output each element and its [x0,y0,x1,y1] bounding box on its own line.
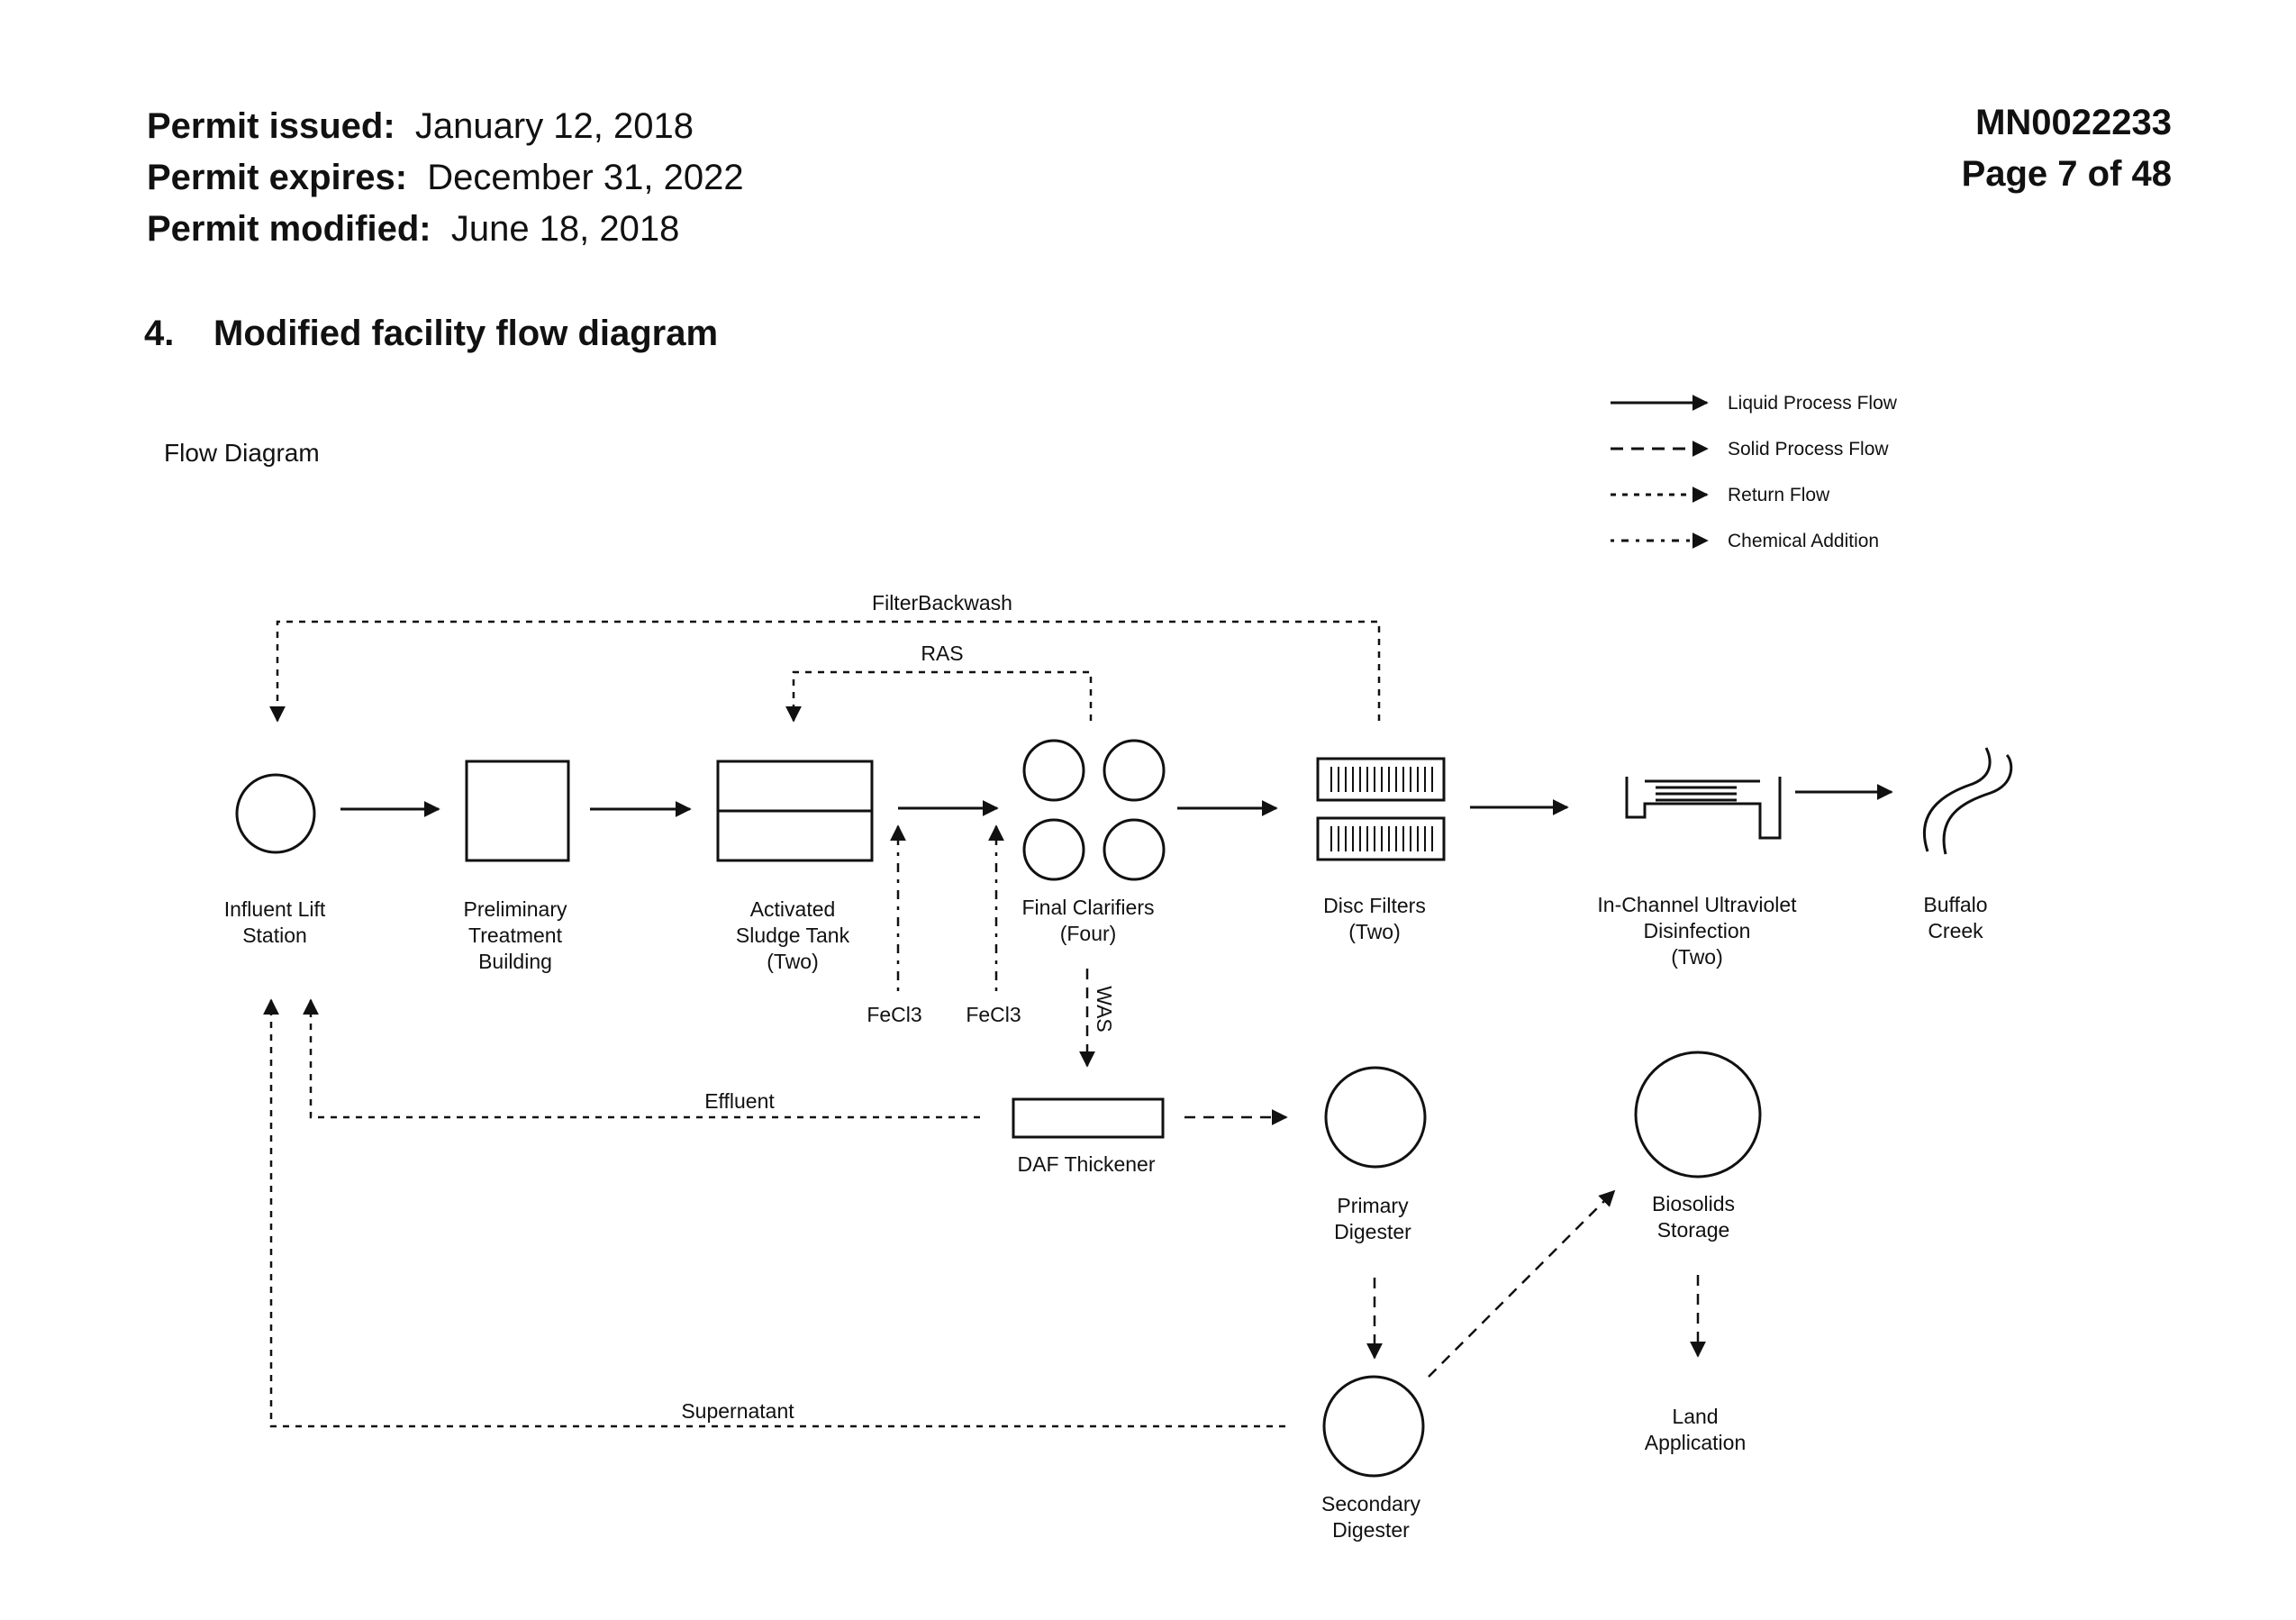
was-label: WAS [1093,986,1116,1033]
permit-modified-label: Permit modified: [147,209,431,249]
buffalo-creek-shape [1922,747,2013,855]
preliminary-treatment-shape [465,760,570,862]
sludge-tank-label-3: (Two) [767,950,819,973]
permit-id-block: MN0022233 Page 7 of 48 [1962,97,2172,200]
uv-disinfection-shape [1625,777,1782,840]
permit-modified-line: Permit modified: June 18, 2018 [147,204,744,255]
preliminary-label-2: Treatment [468,924,563,947]
daf-label: DAF Thickener [1018,1152,1156,1176]
influent-lift-station-shape [235,773,316,854]
permit-dates: Permit issued: January 12, 2018 Permit e… [147,101,744,255]
page-number: Page 7 of 48 [1961,154,2172,194]
primary-digester-label-2: Digester [1334,1220,1411,1243]
influent-label-2: Station [242,924,307,947]
influent-label-1: Influent Lift [224,897,326,921]
legend-return-label: Return Flow [1728,485,1830,505]
section-number: 4. [144,314,175,353]
primary-digester-shape [1324,1066,1427,1169]
legend-liquid-label: Liquid Process Flow [1728,393,1898,414]
effluent-line [303,998,980,1119]
permit-number: MN0022233 [1975,103,2172,142]
flow-secondary-to-biosolids [1428,1189,1616,1378]
fecl3-label-a: FeCl3 [867,1003,921,1026]
uv-label-2: Disinfection [1644,919,1751,942]
section-heading: 4. Modified facility flow diagram [144,314,718,354]
permit-expires-value: December 31, 2022 [427,158,744,197]
diagram-caption: Flow Diagram [164,439,320,467]
permit-issued-value: January 12, 2018 [414,106,694,146]
section-title: Modified facility flow diagram [213,314,719,353]
creek-label-1: Buffalo [1923,893,1987,916]
preliminary-label-1: Preliminary [463,897,567,921]
clarifiers-label-2: (Four) [1060,922,1117,945]
uv-label-1: In-Channel Ultraviolet [1597,893,1797,916]
biosolids-label-1: Biosolids [1652,1192,1735,1215]
permit-expires-line: Permit expires: December 31, 2022 [147,152,744,204]
permit-modified-value: June 18, 2018 [450,209,680,249]
daf-thickener-shape [1012,1097,1165,1139]
permit-issued-line: Permit issued: January 12, 2018 [147,101,744,152]
biosolids-storage-shape [1634,1051,1762,1179]
creek-label-2: Creek [1928,919,1983,942]
secondary-digester-label-1: Secondary [1321,1492,1420,1515]
land-label-2: Application [1645,1431,1747,1454]
supernatant-line [263,998,1285,1428]
permit-issued-label: Permit issued: [147,106,395,146]
ras-line [785,670,1093,723]
primary-digester-label-1: Primary [1337,1194,1409,1217]
land-label-1: Land [1672,1405,1718,1428]
sludge-tank-label-1: Activated [750,897,836,921]
legend [1611,395,1709,549]
secondary-digester-label-2: Digester [1332,1518,1410,1542]
disc-filters-label-1: Disc Filters [1323,894,1426,917]
uv-label-3: (Two) [1671,945,1723,969]
clarifiers-label-1: Final Clarifiers [1022,896,1155,919]
legend-solid-label: Solid Process Flow [1728,439,1889,460]
ras-label: RAS [921,642,963,665]
disc-filters-shape [1316,757,1446,861]
fecl3-label-b: FeCl3 [966,1003,1021,1026]
filter-backwash-line [269,620,1381,723]
filter-backwash-label: FilterBackwash [872,591,1012,614]
disc-filters-label-2: (Two) [1348,920,1401,943]
final-clarifiers-shape [1022,739,1166,881]
biosolids-label-2: Storage [1657,1218,1730,1242]
sludge-tank-shape [716,760,874,862]
effluent-label: Effluent [704,1089,775,1113]
legend-chemical-label: Chemical Addition [1728,531,1879,551]
permit-expires-label: Permit expires: [147,158,408,197]
supernatant-label: Supernatant [681,1399,794,1423]
sludge-tank-label-2: Sludge Tank [736,924,850,947]
secondary-digester-shape [1322,1375,1425,1478]
preliminary-label-3: Building [478,950,552,973]
